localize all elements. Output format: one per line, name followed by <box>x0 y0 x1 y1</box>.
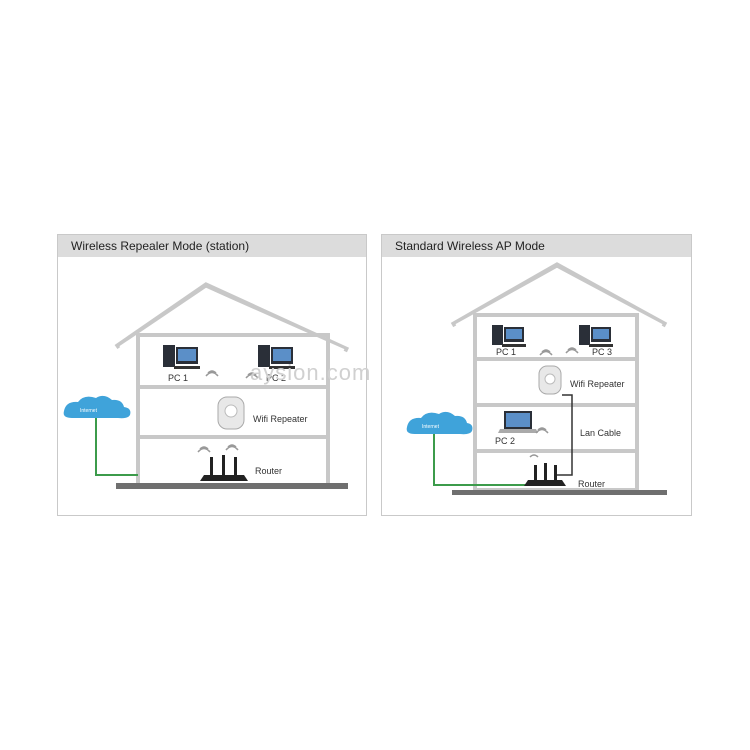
ground-line <box>116 483 348 489</box>
wifi-signal-icon <box>205 370 219 377</box>
pc-icon <box>163 345 200 369</box>
wifi-signal-icon <box>225 444 239 451</box>
wifi-signal-icon <box>565 347 579 354</box>
lan-cable-label: Lan Cable <box>580 428 621 438</box>
pc2-label: PC 2 <box>495 436 515 446</box>
ground-line <box>452 490 667 495</box>
lan-cable <box>557 394 573 476</box>
internet-cable <box>95 418 138 476</box>
pc2-label: PC 2 <box>266 373 286 383</box>
house-roof <box>114 282 350 353</box>
panel-title: Standard Wireless AP Mode <box>382 235 691 257</box>
repeater-label: Wifi Repeater <box>253 414 308 424</box>
wifi-signal-icon <box>539 349 553 356</box>
pc1-label: PC 1 <box>496 347 516 357</box>
wifi-signal-icon <box>535 427 549 434</box>
ap-mode-panel: Standard Wireless AP Mode Internet PC 1 <box>381 234 692 516</box>
router-icon <box>524 463 566 486</box>
wifi-signal-icon <box>529 454 539 458</box>
house-roof <box>450 262 668 328</box>
pc1-label: PC 1 <box>168 373 188 383</box>
pc-icon <box>492 325 526 347</box>
repeater-mode-diagram: Internet PC 1 PC 2 Wifi Repeater <box>63 282 350 489</box>
cloud-label: Internet <box>422 424 440 430</box>
internet-cloud-icon: Internet <box>406 411 473 435</box>
pc-icon <box>258 345 295 369</box>
cloud-label: Internet <box>80 408 98 414</box>
pc-icon <box>579 325 613 347</box>
internet-cloud-icon: Internet <box>63 395 131 419</box>
router-label: Router <box>578 479 605 489</box>
repeater-label: Wifi Repeater <box>570 379 625 389</box>
router-icon <box>200 455 248 481</box>
internet-cable <box>433 434 527 486</box>
house-roof-inner <box>455 267 663 326</box>
panel-title: Wireless Repealer Mode (station) <box>58 235 366 257</box>
router-label: Router <box>255 466 282 476</box>
wifi-repeater-icon <box>217 396 245 430</box>
laptop-icon <box>498 411 538 433</box>
wifi-signal-icon <box>245 372 259 379</box>
pc3-label: PC 3 <box>592 347 612 357</box>
wifi-repeater-icon <box>538 365 562 395</box>
house-roof-inner <box>119 287 345 351</box>
wifi-signal-icon <box>197 446 211 453</box>
ap-mode-diagram: Internet PC 1 PC 3 Wifi Repeater Lan Ca <box>406 262 668 495</box>
repeater-mode-panel: Wireless Repealer Mode (station) Interne… <box>57 234 367 516</box>
